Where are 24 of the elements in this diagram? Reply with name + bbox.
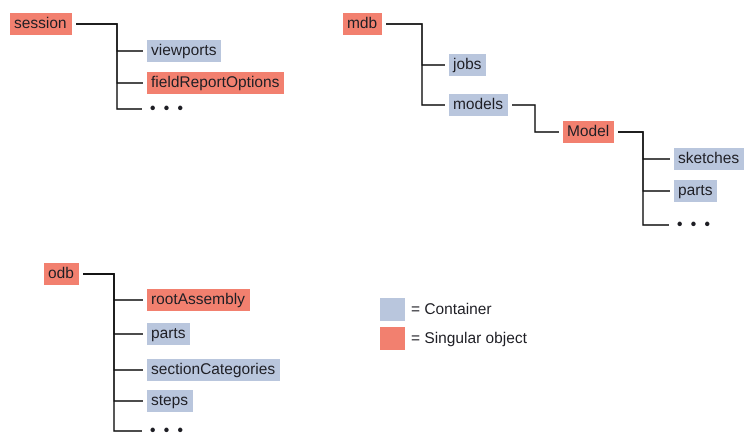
ellipsis: • • • [673,214,717,236]
object-label: parts [674,180,718,202]
legend-text: = Container [411,300,492,318]
object-label: rootAssembly [147,289,250,311]
object-label: mdb [343,13,382,35]
object-label: models [449,94,508,116]
ellipsis: • • • [146,420,190,441]
tree-connector [512,104,559,133]
ellipsis: • • • [146,98,190,120]
object-label: steps [147,390,194,412]
object-label: odb [44,263,79,285]
object-label: session [10,13,72,35]
object-label: fieldReportOptions [147,72,284,94]
object-label: jobs [449,54,486,76]
object-label: sketches [674,148,744,170]
tree-connector [386,23,445,106]
object-label: viewports [147,40,222,62]
object-label: parts [147,323,190,345]
object-label: Model [563,121,614,143]
object-label: sectionCategories [147,359,280,381]
tree-connector [618,131,669,226]
tree-connector [76,23,142,110]
legend-text: = Singular object [411,330,527,348]
tree-connector [83,273,142,432]
